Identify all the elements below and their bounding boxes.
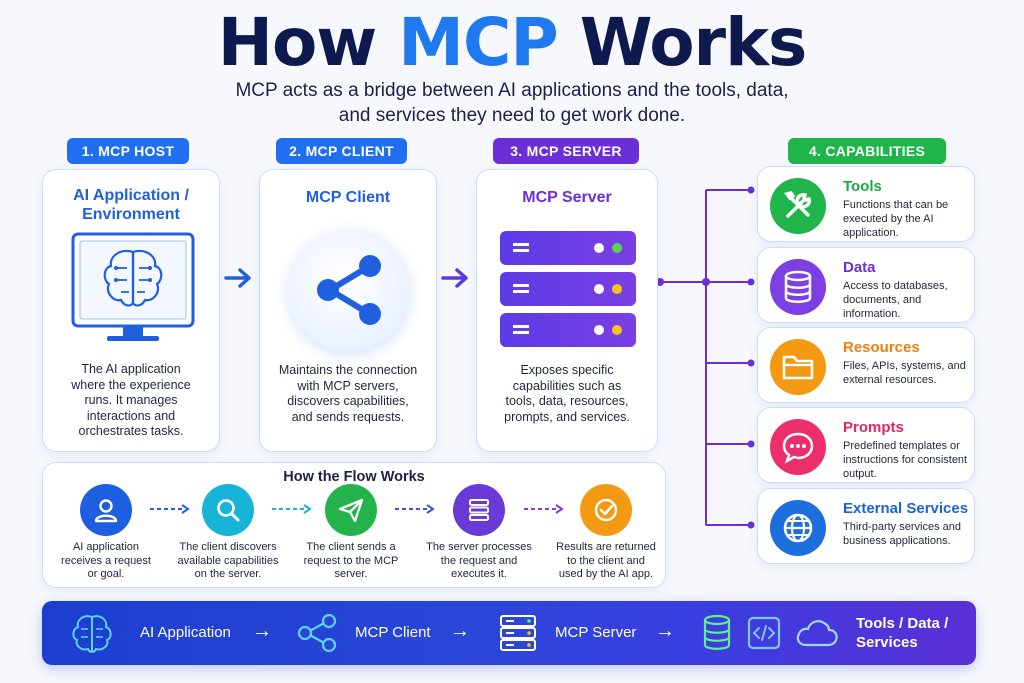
server-stack-icon xyxy=(500,231,636,347)
arrow-right-icon: → xyxy=(252,620,272,642)
code-window-icon xyxy=(747,616,781,650)
magnifier-icon xyxy=(217,499,240,522)
capability-tools: Tools Functions that can be executed by … xyxy=(757,166,975,242)
page-subtitle: MCP acts as a bridge between AI applicat… xyxy=(235,80,789,126)
dashed-arrow-icon xyxy=(150,504,190,514)
page-title: How MCP Works xyxy=(217,4,808,81)
dashed-arrow-icon xyxy=(395,504,435,514)
brain-icon xyxy=(72,615,112,653)
capability-resources: Resources Files, APIs, systems, and exte… xyxy=(757,327,975,403)
layers-icon xyxy=(469,499,489,521)
share-icon xyxy=(297,613,337,653)
bar-label-tools-data-services: Tools / Data /Services xyxy=(856,615,949,651)
flow-step-3-icon xyxy=(325,484,377,536)
client-title: MCP Client xyxy=(305,189,391,206)
flow-title: How the Flow Works xyxy=(283,469,425,485)
bar-label-mcp-client: MCP Client xyxy=(355,624,431,641)
flow-step-2-icon xyxy=(202,484,254,536)
pill-capabilities: 4. CAPABILITIES xyxy=(788,138,946,164)
capability-connector-lines xyxy=(658,186,755,529)
bar-label-ai-application: AI Application xyxy=(140,624,231,641)
pill-mcp-host: 1. MCP HOST xyxy=(67,138,189,164)
capability-data: Data Access to databases, documents, and… xyxy=(757,247,975,323)
server-title: MCP Server xyxy=(522,189,612,206)
server-icon xyxy=(500,615,536,651)
brain-monitor-icon xyxy=(71,232,195,341)
dashed-arrow-icon xyxy=(272,504,312,514)
user-icon xyxy=(94,499,118,523)
capability-external-services: External Services Third-party services a… xyxy=(757,488,975,564)
summary-bar: AI Application → MCP Client → MCP Server… xyxy=(42,601,976,665)
wrench-screwdriver-icon xyxy=(784,191,811,218)
mcp-host-card: AI Application /Environment The AI appli… xyxy=(42,169,220,452)
share-icon xyxy=(317,255,381,325)
flow-step-1-icon xyxy=(80,484,132,536)
cloud-icon xyxy=(796,620,838,647)
arrow-right-icon: → xyxy=(655,620,675,642)
database-icon xyxy=(703,614,731,650)
host-title: AI Application /Environment xyxy=(73,187,189,223)
bar-label-mcp-server: MCP Server xyxy=(555,624,637,641)
arrow-right-icon xyxy=(441,268,468,288)
flow-step-5-icon xyxy=(580,484,632,536)
database-icon xyxy=(784,270,812,303)
pill-mcp-server: 3. MCP SERVER xyxy=(493,138,639,164)
capability-prompts: Prompts Predefined templates or instruct… xyxy=(757,407,975,483)
flow-step-4-icon xyxy=(453,484,505,536)
arrow-right-icon: → xyxy=(450,620,470,642)
paper-plane-icon xyxy=(338,498,364,523)
pill-mcp-client: 2. MCP CLIENT xyxy=(276,138,407,164)
share-icon-circle xyxy=(288,229,410,351)
arrow-right-icon xyxy=(224,268,251,288)
folder-icon xyxy=(782,355,814,380)
check-circle-icon xyxy=(594,498,618,522)
dashed-arrow-icon xyxy=(524,504,564,514)
chat-bubble-icon xyxy=(782,432,814,464)
globe-icon xyxy=(783,513,813,543)
